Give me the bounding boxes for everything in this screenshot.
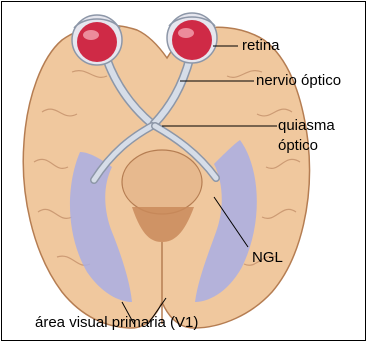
label-chiasm-line2: óptico [278,137,318,154]
label-chiasm-line1: quiasma [278,117,335,134]
brainstem [122,150,202,214]
label-v1: área visual primaria (V1) [35,314,198,331]
figure-frame: retina nervio óptico quiasma óptico NGL … [1,1,366,341]
brain-visual-pathway-illustration [2,2,367,342]
right-eye [167,13,217,63]
left-eye [72,15,122,65]
label-retina: retina [242,37,280,54]
label-optic-nerve: nervio óptico [256,72,341,89]
label-lgn: NGL [252,249,283,266]
